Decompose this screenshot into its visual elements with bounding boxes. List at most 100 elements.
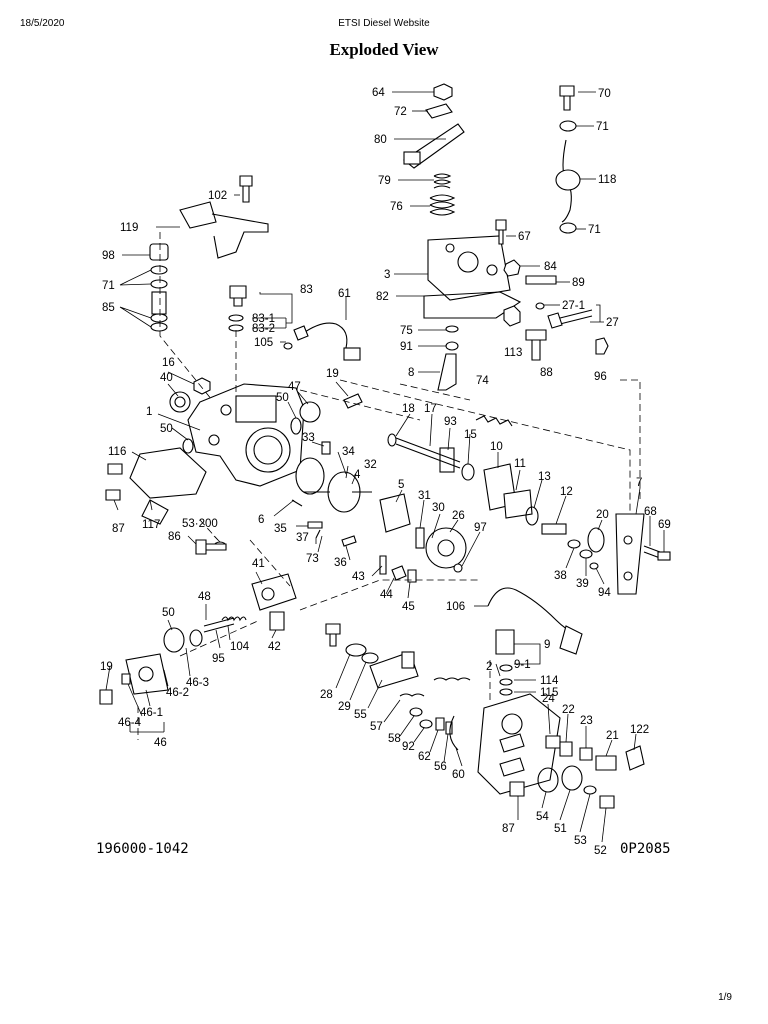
part-label: 50 xyxy=(160,423,173,435)
part-label: 40 xyxy=(160,372,173,384)
part-label: 10 xyxy=(490,441,503,453)
part-label: 23 xyxy=(580,715,593,727)
part-label: 71 xyxy=(102,280,115,292)
part-label: 122 xyxy=(630,724,649,736)
part-label: 31 xyxy=(418,490,431,502)
part-label: 48 xyxy=(198,591,211,603)
part-label: 60 xyxy=(452,769,465,781)
part-label: 70 xyxy=(598,88,611,100)
part-label: 22 xyxy=(562,704,575,716)
part-label: 9-1 xyxy=(514,659,531,671)
part-label: 26 xyxy=(452,510,465,522)
part-label: 30 xyxy=(432,502,445,514)
part-label: 12 xyxy=(560,486,573,498)
part-label: 74 xyxy=(476,375,489,387)
part-label: 113 xyxy=(504,347,522,359)
part-label: 47 xyxy=(288,381,301,393)
page-counter: 1/9 xyxy=(718,992,732,1003)
part-label: 29 xyxy=(338,701,351,713)
page-title: Exploded View xyxy=(329,40,439,59)
part-label: 42 xyxy=(268,641,281,653)
part-label: 82 xyxy=(376,291,389,303)
part-label: 21 xyxy=(606,730,619,742)
part-label: 44 xyxy=(380,589,393,601)
part-label: 39 xyxy=(576,578,589,590)
part-label: 87 xyxy=(502,823,515,835)
part-label: 46-2 xyxy=(166,687,189,699)
part-label: 38 xyxy=(554,570,567,582)
part-label: 8 xyxy=(408,367,414,379)
part-label: 62 xyxy=(418,751,431,763)
part-label: 94 xyxy=(598,587,611,599)
part-label: 27-1 xyxy=(562,300,585,312)
part-label: 46 xyxy=(154,737,167,749)
part-label: 105 xyxy=(254,337,273,349)
part-label: 72 xyxy=(394,106,407,118)
part-label: 7 xyxy=(636,477,642,489)
print-date: 18/5/2020 xyxy=(20,18,65,29)
part-label: 18 xyxy=(402,403,415,415)
part-label: 46-3 xyxy=(186,677,209,689)
part-label: 45 xyxy=(402,601,415,613)
part-label: 41 xyxy=(252,558,265,570)
part-label: 118 xyxy=(598,174,616,186)
reference-code: 0P2085 xyxy=(620,841,671,857)
part-label: 11 xyxy=(514,458,526,470)
part-label: 4 xyxy=(354,469,361,481)
part-label: 53 xyxy=(574,835,587,847)
part-label: 71 xyxy=(588,224,601,236)
part-label: 98 xyxy=(102,250,115,262)
part-label: 75 xyxy=(400,325,413,337)
part-label: 50 xyxy=(162,607,175,619)
part-shapes xyxy=(99,83,671,809)
part-label: 97 xyxy=(474,522,487,534)
part-label: 33 xyxy=(302,432,315,444)
part-label: 56 xyxy=(434,761,447,773)
part-label: 1 xyxy=(146,406,152,418)
part-label: 19 xyxy=(326,368,339,380)
part-label: 13 xyxy=(538,471,551,483)
part-label: 67 xyxy=(518,231,531,243)
part-label: 91 xyxy=(400,341,413,353)
part-label: 71 xyxy=(596,121,609,133)
part-labels: 64 72 80 79 76 70 71 118 71 67 3 84 89 8… xyxy=(100,87,671,857)
part-label: 104 xyxy=(230,641,250,653)
part-label: 19 xyxy=(100,661,113,673)
site-name: ETSI Diesel Website xyxy=(338,18,430,29)
part-label: 2 xyxy=(486,661,492,673)
part-label: 96 xyxy=(594,371,607,383)
part-label: 83-2 xyxy=(252,323,275,335)
part-label: 27 xyxy=(606,317,619,329)
part-label: 37 xyxy=(296,532,309,544)
part-label: 69 xyxy=(658,519,671,531)
part-label: 53·200 xyxy=(182,518,218,530)
part-label: 43 xyxy=(352,571,365,583)
part-label: 83-1 xyxy=(252,313,275,325)
part-label: 117 xyxy=(142,519,160,531)
part-label: 16 xyxy=(162,357,175,369)
part-label: 92 xyxy=(402,741,415,753)
part-label: 28 xyxy=(320,689,333,701)
part-label: 73 xyxy=(306,553,319,565)
part-label: 15 xyxy=(464,429,477,441)
part-label: 57 xyxy=(370,721,383,733)
part-label: 17 xyxy=(424,403,437,415)
part-label: 51 xyxy=(554,823,567,835)
part-label: 102 xyxy=(208,190,227,202)
part-label: 115 xyxy=(540,687,558,699)
part-label: 86 xyxy=(168,531,181,543)
part-label: 5 xyxy=(398,479,404,491)
part-label: 3 xyxy=(384,269,390,281)
part-label: 80 xyxy=(374,134,387,146)
part-label: 35 xyxy=(274,523,287,535)
part-label: 119 xyxy=(120,222,138,234)
part-label: 20 xyxy=(596,509,609,521)
part-label: 87 xyxy=(112,523,125,535)
part-label: 50 xyxy=(276,392,289,404)
part-label: 54 xyxy=(536,811,549,823)
part-label: 36 xyxy=(334,557,347,569)
part-label: 61 xyxy=(338,288,351,300)
part-label: 85 xyxy=(102,302,115,314)
drawing-number: 196000-1042 xyxy=(96,841,189,857)
